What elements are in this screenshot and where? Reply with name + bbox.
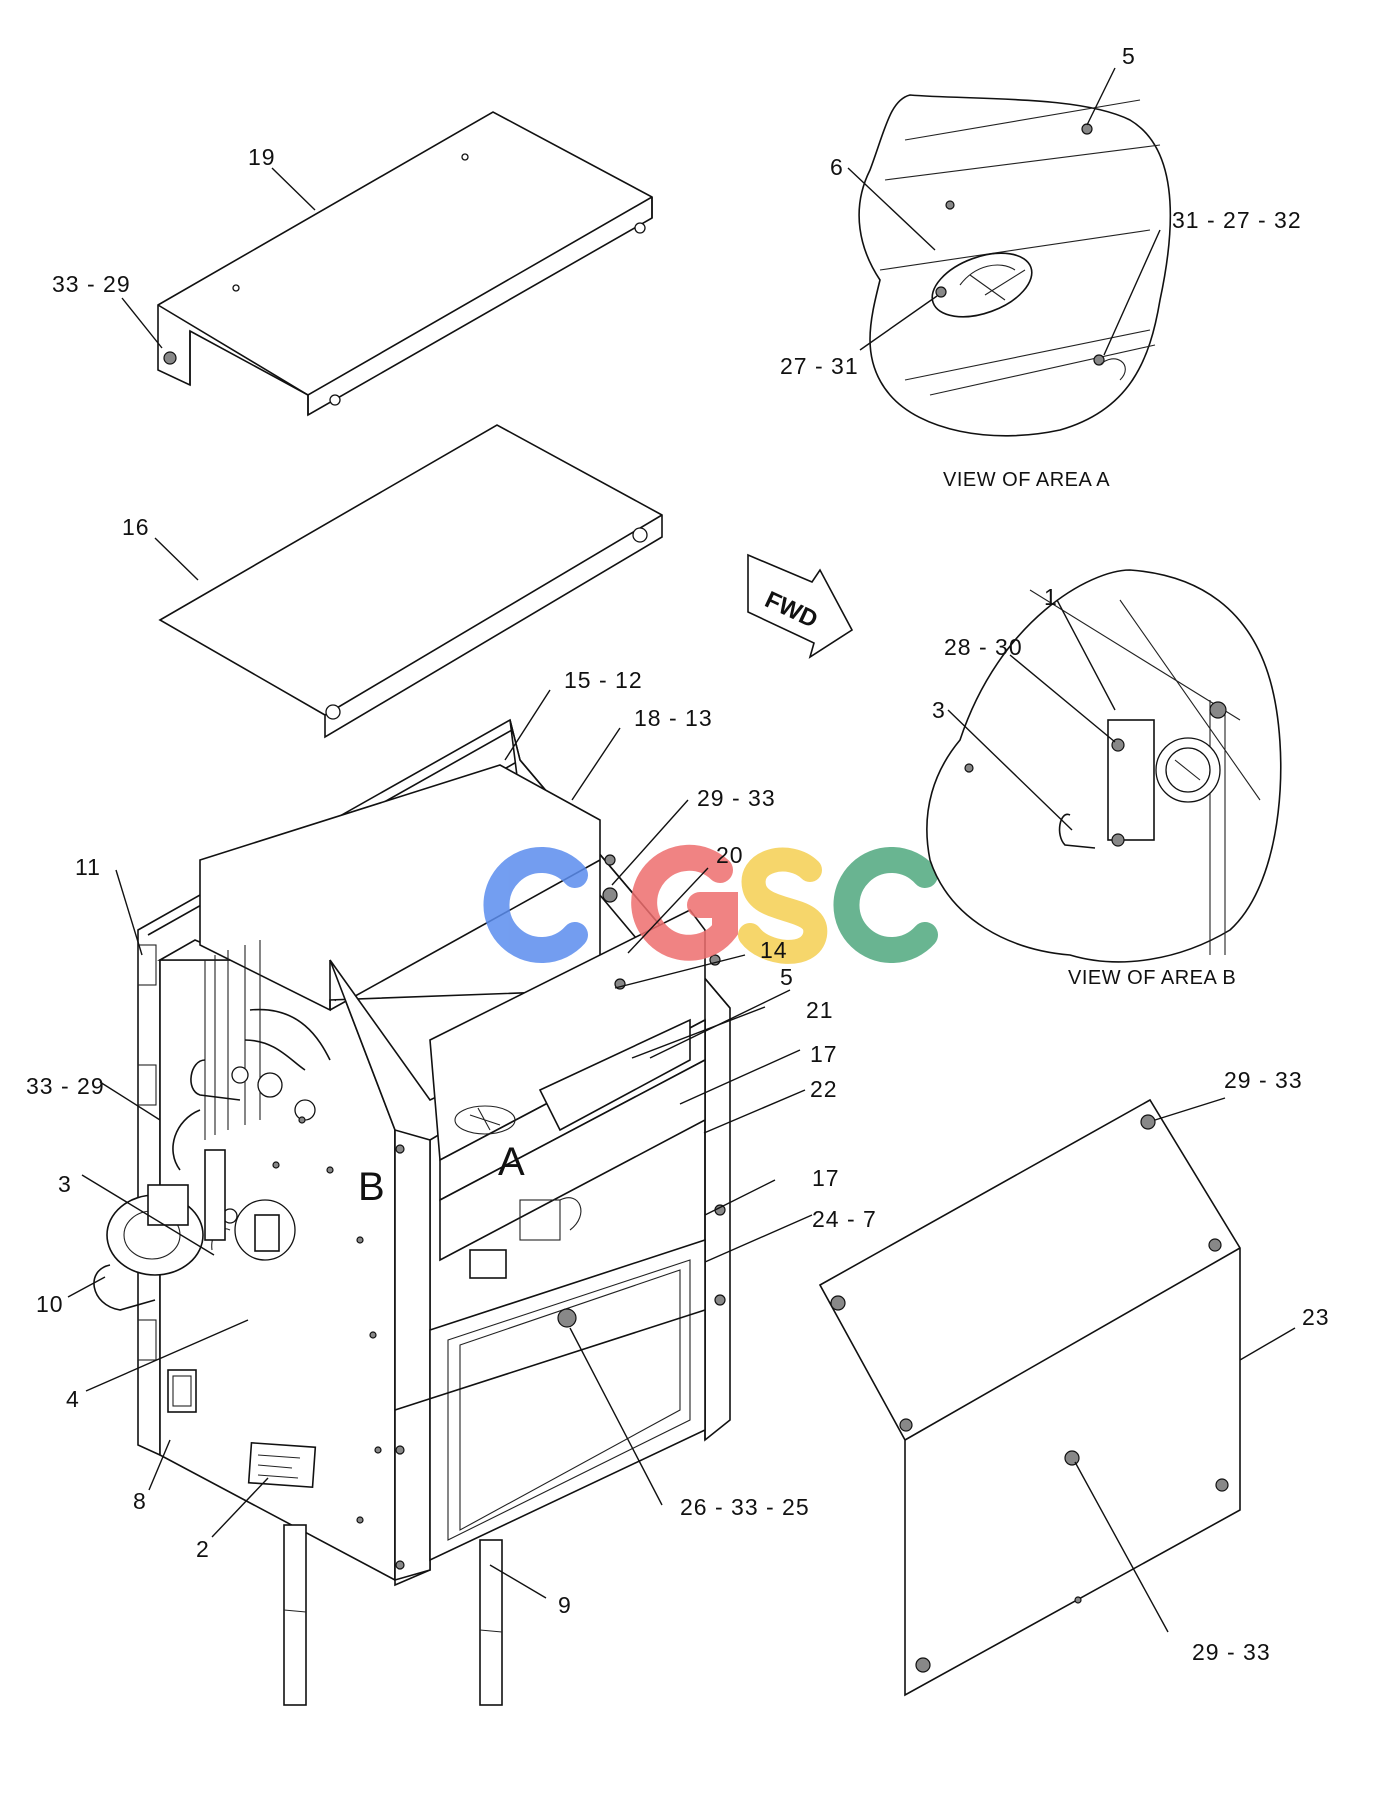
leader-lines: [67, 67, 1296, 1633]
area-a-letter: A: [498, 1140, 525, 1184]
hvac-unit-assembly: B A: [93, 718, 731, 1706]
callout-6: 6: [830, 154, 844, 180]
callout-29-33-panel-top: 29 - 33: [1224, 1067, 1303, 1093]
callout-17-b: 17: [812, 1165, 840, 1191]
callout-28-30: 28 - 30: [944, 634, 1023, 660]
watermark-letter-c2: [833, 847, 938, 963]
detail-view-area-a: [858, 94, 1172, 437]
watermark-letter-c1: [483, 847, 588, 963]
callout-26-33-25: 26 - 33 - 25: [680, 1494, 810, 1520]
fwd-arrow: FWD: [747, 553, 854, 659]
callout-20: 20: [716, 842, 744, 868]
callout-5-mid: 5: [780, 964, 794, 990]
callout-27-31: 27 - 31: [780, 353, 859, 379]
callout-19: 19: [248, 144, 276, 170]
callout-22: 22: [810, 1076, 838, 1102]
callout-2: 2: [196, 1536, 210, 1562]
callout-3-right: 3: [932, 697, 946, 723]
callout-3-left: 3: [58, 1171, 72, 1197]
callout-8: 8: [133, 1488, 147, 1514]
detail-view-area-b: [926, 569, 1282, 963]
callout-17-a: 17: [810, 1041, 838, 1067]
callout-29-33-panel-bottom: 29 - 33: [1192, 1639, 1271, 1665]
caption-view-area-b: VIEW OF AREA B: [1068, 967, 1236, 989]
callout-11: 11: [75, 854, 101, 880]
callout-10: 10: [36, 1291, 64, 1317]
watermark-letter-s: [738, 847, 828, 964]
callout-33-29-top: 33 - 29: [52, 271, 131, 297]
callout-33-29-left: 33 - 29: [26, 1073, 105, 1099]
callout-24-7: 24 - 7: [812, 1206, 877, 1232]
watermark-logo: [483, 844, 938, 964]
callout-14: 14: [760, 937, 788, 963]
callout-16: 16: [122, 514, 150, 540]
callout-1: 1: [1044, 584, 1058, 610]
callout-4: 4: [66, 1386, 80, 1412]
callout-18-13: 18 - 13: [634, 705, 713, 731]
area-b-letter: B: [358, 1165, 385, 1209]
callout-9: 9: [558, 1592, 572, 1618]
callout-31-27-32: 31 - 27 - 32: [1172, 207, 1302, 233]
callout-15-12: 15 - 12: [564, 667, 643, 693]
callout-23: 23: [1302, 1304, 1330, 1330]
caption-view-area-a: VIEW OF AREA A: [943, 469, 1110, 491]
callout-29-33-mid: 29 - 33: [697, 785, 776, 811]
callout-21: 21: [806, 997, 834, 1023]
callout-5-top: 5: [1122, 43, 1136, 69]
filter-panel-16: [158, 424, 663, 739]
callout-labels: 19 33 - 29 16 15 - 12 18 - 13 29 - 33 20…: [26, 43, 1330, 1665]
top-cover-19: [157, 111, 653, 417]
watermark-letter-g: [631, 844, 738, 961]
access-panel-23: [818, 1098, 1241, 1697]
